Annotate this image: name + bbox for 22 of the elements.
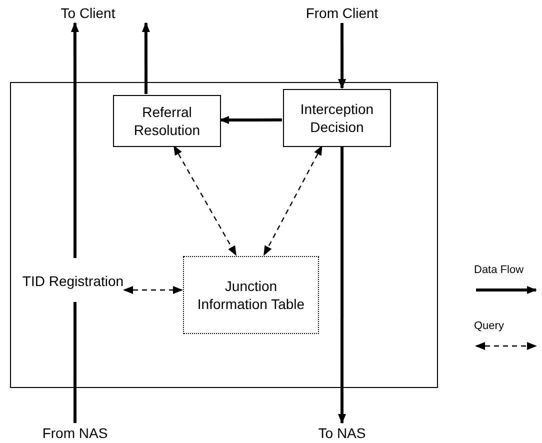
dashed-arrow (173, 145, 237, 256)
endpoint-label: From NAS (25, 423, 125, 443)
dashed-arrow (123, 286, 183, 294)
arrow (70, 22, 79, 258)
container-box (10, 82, 438, 388)
endpoint-label: To Client (20, 3, 156, 23)
endpoint-label: From Client (290, 3, 394, 23)
arrow (142, 22, 150, 94)
endpoint-label: TID Registration (21, 259, 125, 303)
arrow (338, 23, 346, 89)
arrow (219, 116, 282, 124)
legend-label: Query (474, 319, 504, 334)
process-box (113, 95, 221, 147)
box-label: Junction Information Table (196, 277, 306, 313)
box-label: Interception Decision (299, 100, 375, 136)
dashed-arrow (263, 145, 322, 256)
arrow (338, 146, 346, 424)
process-box (283, 89, 391, 147)
table-box (183, 256, 319, 334)
legend-label: Data Flow (474, 263, 524, 278)
box-label: Referral Resolution (132, 103, 202, 139)
endpoint-label: To NAS (300, 423, 384, 443)
